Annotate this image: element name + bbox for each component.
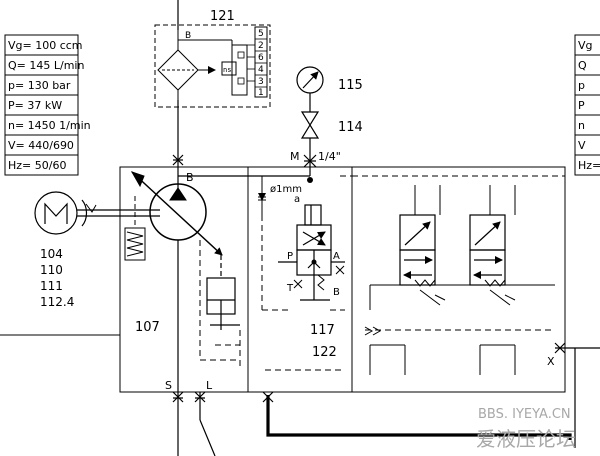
valve-port-b: B xyxy=(333,287,340,298)
proportional-valve-2 xyxy=(469,214,516,306)
port-m-label: M xyxy=(290,150,300,163)
filter-port-1: 1 xyxy=(258,88,264,98)
filter-port-4: 4 xyxy=(258,65,264,75)
spec-right-row-v: V xyxy=(578,139,586,152)
block-122-lines xyxy=(352,175,565,375)
block-outlines xyxy=(119,166,566,393)
solenoid-a-label: a xyxy=(294,194,300,205)
gauge-number: 115 xyxy=(338,78,363,93)
pressure-line xyxy=(177,0,311,195)
port-x-connector xyxy=(554,342,600,448)
spec-row-n: n= 1450 1/min xyxy=(8,119,91,132)
motor-id-104: 104 xyxy=(40,247,63,261)
spec-row-q: Q= 145 L/min xyxy=(8,59,84,72)
spec-row-hz: Hz= 50/60 xyxy=(8,159,66,172)
port-size-label: 1/4" xyxy=(318,150,341,163)
spec-row-p-power: P= 37 kW xyxy=(8,99,62,112)
motor-id-110: 110 xyxy=(40,263,63,277)
electric-motor xyxy=(34,191,160,235)
gauge-isolation-valve xyxy=(300,111,320,139)
pilot-lines-107 xyxy=(199,175,248,370)
valve-port-p: P xyxy=(287,251,293,262)
orifice-symbol xyxy=(258,176,266,310)
return-line xyxy=(266,395,572,440)
pressure-gauge xyxy=(296,66,324,112)
block-122-label: 122 xyxy=(312,345,337,360)
spec-right-row-vg: Vg xyxy=(578,39,593,52)
proportional-valve-1 xyxy=(399,214,446,306)
port-m-connector xyxy=(303,154,317,168)
pressure-junction-dot xyxy=(307,177,313,183)
filter-number: 121 xyxy=(210,9,235,24)
valve-port-t: T xyxy=(286,283,294,294)
block-107-label: 107 xyxy=(135,320,160,335)
watermark-url: BBS. IYEYA.CN xyxy=(478,407,571,422)
valve-port-plugs xyxy=(293,265,345,289)
port-x-label: X xyxy=(547,355,555,368)
check-arrows xyxy=(258,196,382,336)
pump-port-b-connector xyxy=(172,154,184,166)
valve-number: 114 xyxy=(338,120,363,135)
solenoid-valve-117 xyxy=(278,204,345,301)
filter-port-2: 2 xyxy=(258,41,264,51)
filter-port-5: 5 xyxy=(258,29,264,39)
drain-lines xyxy=(172,240,216,456)
valve-junction-dot xyxy=(311,259,317,265)
filter-port-6: 6 xyxy=(258,53,264,63)
block-117-label: 117 xyxy=(310,323,335,338)
spec-right-row-hz: Hz= xyxy=(578,159,600,172)
spec-row-v: V= 440/690 xyxy=(8,139,74,152)
filter-ns-label: ns xyxy=(223,66,231,74)
spec-right-row-p: p xyxy=(578,79,585,92)
port-l-label: L xyxy=(206,379,213,392)
variable-pump xyxy=(130,171,223,256)
spec-right-row-p2: P xyxy=(578,99,585,112)
pump-compensator-spring xyxy=(124,196,146,261)
control-cylinder xyxy=(206,255,240,330)
orifice-label: ø1mm xyxy=(270,184,302,195)
valve-port-a: A xyxy=(333,251,340,262)
watermark-site: 爱液压论坛 xyxy=(476,427,576,451)
pump-port-b: B xyxy=(186,171,194,184)
spec-table xyxy=(4,34,79,176)
spec-table-right xyxy=(574,34,600,176)
filter-port-3: 3 xyxy=(258,77,264,87)
spec-right-row-n: n xyxy=(578,119,585,132)
spec-row-vg: Vg= 100 ccm xyxy=(8,39,83,52)
motor-id-111: 111 xyxy=(40,279,63,293)
port-s-label: S xyxy=(165,379,172,392)
filter-assembly xyxy=(154,24,271,108)
spec-right-row-q: Q xyxy=(578,59,587,72)
spec-row-p-pressure: p= 130 bar xyxy=(8,79,71,92)
pilot-lines-117 xyxy=(262,175,352,371)
motor-id-112: 112.4 xyxy=(40,295,74,309)
return-line-connector xyxy=(262,391,274,403)
filter-port-b: B xyxy=(185,31,191,41)
